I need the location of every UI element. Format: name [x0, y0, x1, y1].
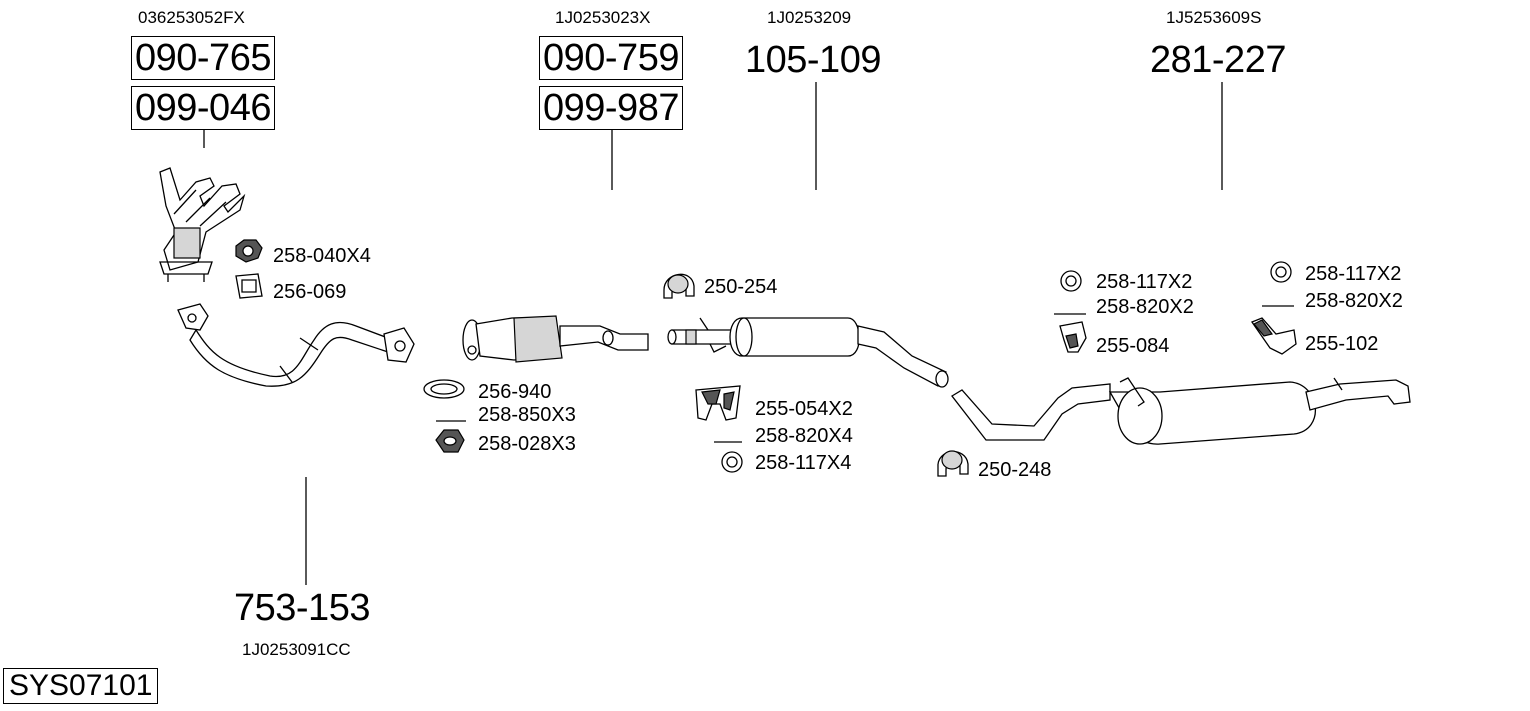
fitting-label-clamp-2[interactable]: 250-248 — [978, 459, 1052, 481]
hex-nut-hole-2 — [443, 436, 457, 446]
fitting-label-gasket-2[interactable]: 256-940 — [478, 381, 552, 403]
fitting-label-washer-1[interactable]: 258-117X4 — [755, 452, 852, 474]
oem-number-front-pipe: 1J0253091CC — [242, 640, 351, 659]
part-number-catalyst-1[interactable]: 090-759 — [539, 36, 683, 80]
washer-icon — [721, 451, 743, 473]
part-number-front-pipe[interactable]: 753-153 — [234, 587, 370, 629]
fitting-label-bolt-3[interactable]: 258-820X2 — [1096, 296, 1194, 318]
gasket-icon — [235, 273, 263, 299]
washer-icon-2-hole — [1065, 275, 1077, 287]
system-code: SYS07101 — [3, 668, 159, 704]
oem-number-catalyst: 1J0253023X — [555, 8, 651, 27]
oem-number-middle-silencer: 1J0253209 — [767, 8, 852, 27]
oem-number-manifold: 036253052FX — [138, 8, 245, 27]
washer-icon-hole — [726, 456, 738, 468]
fitting-label-hanger-1[interactable]: 255-054X2 — [755, 398, 853, 420]
fitting-label-bolt-1[interactable]: 258-850X3 — [478, 404, 576, 426]
front-pipe-drawing — [177, 303, 415, 387]
catalyst-drawing — [462, 315, 649, 363]
u-clamp-shading — [667, 274, 689, 294]
washer-icon-3-hole — [1275, 266, 1287, 278]
fitting-label-hanger-3[interactable]: 255-102 — [1305, 333, 1379, 355]
part-number-rear-silencer[interactable]: 281-227 — [1150, 39, 1286, 81]
washer-icon-3 — [1270, 261, 1292, 283]
washer-icon-2 — [1060, 270, 1082, 292]
ring-gasket-inner — [430, 383, 458, 395]
middle-silencer-drawing — [667, 317, 949, 388]
fitting-label-bolt-4[interactable]: 258-820X2 — [1305, 290, 1403, 312]
fitting-label-bolt-2[interactable]: 258-820X4 — [755, 425, 853, 447]
bracket-icon-shading — [1253, 319, 1274, 337]
fitting-label-clamp-1[interactable]: 250-254 — [704, 276, 778, 298]
fitting-label-nut-1[interactable]: 258-040X4 — [273, 245, 371, 267]
fitting-label-hanger-2[interactable]: 255-084 — [1096, 335, 1170, 357]
part-number-manifold-2[interactable]: 099-046 — [131, 86, 275, 130]
part-number-catalyst-2[interactable]: 099-987 — [539, 86, 683, 130]
hanger-icon-shading — [1065, 333, 1079, 349]
u-clamp-shading-2 — [941, 450, 963, 470]
hex-nut-hole — [242, 245, 254, 257]
fitting-label-nut-2[interactable]: 258-028X3 — [478, 433, 576, 455]
ring-gasket-icon — [423, 379, 465, 399]
fitting-label-gasket-1[interactable]: 256-069 — [273, 281, 347, 303]
oem-number-rear-silencer: 1J5253609S — [1166, 8, 1262, 27]
part-number-manifold-1[interactable]: 090-765 — [131, 36, 275, 80]
exhaust-manifold-drawing — [159, 167, 246, 282]
rubber-hanger-shading — [701, 389, 735, 411]
fitting-label-washer-2[interactable]: 258-117X2 — [1096, 271, 1193, 293]
rear-silencer-drawing — [951, 377, 1411, 445]
fitting-label-washer-3[interactable]: 258-117X2 — [1305, 263, 1402, 285]
part-number-middle-silencer[interactable]: 105-109 — [745, 39, 881, 81]
